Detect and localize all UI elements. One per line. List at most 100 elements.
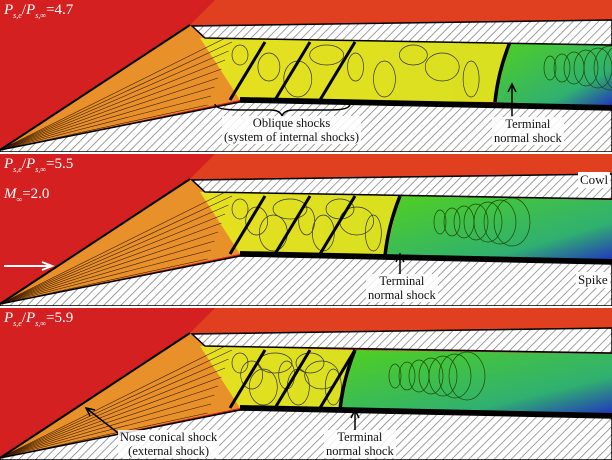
terminal-normal-shock — [383, 195, 402, 257]
annotation-line: Oblique shocks — [252, 116, 331, 130]
subsonic-contour-line — [418, 357, 444, 395]
subsonic-contour-line — [603, 47, 612, 89]
panel-ratio-4-7: Ps,e/Ps,∞=4.7 Oblique shocks(system of i… — [0, 0, 612, 152]
nose-shock-annotation: Nose conical shock(external shock) — [118, 430, 220, 458]
internal-contour-line — [424, 52, 460, 82]
internal-contour-line — [257, 52, 281, 82]
oblique-shocks-annotation: Oblique shocks(system of internal shocks… — [222, 116, 362, 144]
cone-contour-line — [0, 41, 233, 151]
subscript: s,e — [13, 11, 22, 20]
panel-ratio-5-5: Ps,e/Ps,∞=5.5 M∞=2.0 Cowl Spike Terminal… — [0, 154, 612, 306]
subsonic-contour-line — [388, 363, 402, 389]
internal-contour-line — [295, 352, 325, 374]
cone-contour-line — [0, 204, 229, 305]
cowl-external-region — [190, 154, 612, 179]
oblique-shock — [318, 41, 357, 101]
subsonic-contour-line — [463, 203, 489, 241]
cowl-wall — [190, 173, 612, 200]
nose-shock-arrow — [84, 406, 123, 437]
cowl-wall — [190, 327, 612, 354]
cone-contour-line — [0, 240, 215, 305]
m-symbol: M — [4, 186, 17, 202]
ratio-value: =5.9 — [46, 310, 74, 326]
spike-wall — [0, 255, 612, 306]
subsonic-contour-line — [573, 49, 599, 87]
terminal-shock-arrow — [395, 252, 405, 274]
cone-contour-line — [0, 186, 236, 305]
cone-contour-line — [0, 249, 212, 305]
terminal-shock-arrow — [350, 408, 360, 430]
subsonic-contour-line — [553, 53, 571, 83]
boundary-layer — [239, 97, 612, 111]
cowl-external-region — [190, 0, 612, 25]
nose-conical-shock — [0, 332, 191, 459]
cone-region — [0, 179, 240, 304]
oblique-shock — [228, 195, 267, 255]
mach-value: =2.0 — [22, 186, 50, 202]
cone-contour-line — [0, 50, 229, 151]
internal-supersonic-region — [200, 38, 510, 102]
terminal-normal-shock — [338, 349, 357, 411]
oblique-shock — [318, 349, 357, 409]
cone-contour-line — [0, 77, 219, 151]
subsonic-contour-line — [438, 353, 472, 399]
mach-number-label: M∞=2.0 — [4, 186, 49, 204]
terminal-normal-shock — [493, 41, 512, 103]
annotation-line: Terminal — [505, 117, 551, 131]
nose-conical-shock — [0, 178, 191, 305]
ratio-value: =5.5 — [46, 156, 74, 172]
ratio-value: =4.7 — [46, 2, 74, 18]
internal-contour-line — [272, 198, 308, 220]
subscript: s,∞ — [35, 165, 47, 174]
subsonic-contour-line — [443, 207, 461, 237]
pressure-ratio-label: Ps,e/Ps,∞=4.7 — [4, 2, 73, 20]
contour-plot — [0, 154, 612, 306]
cone-contour-line — [0, 376, 222, 459]
pressure-ratio-label: Ps,e/Ps,∞=5.5 — [4, 156, 73, 174]
cone-contour-line — [0, 385, 219, 459]
internal-contour-line — [231, 352, 249, 374]
cone-contour-line — [0, 86, 215, 151]
oblique-shock — [273, 195, 312, 255]
subscript: s,e — [13, 319, 22, 328]
annotation-line: (external shock) — [128, 444, 210, 458]
p-symbol: P — [26, 310, 36, 326]
cone-region — [0, 25, 240, 150]
subsonic-contour-line — [583, 47, 612, 89]
subscript: ∞ — [16, 195, 23, 204]
subsonic-contour-line — [473, 201, 503, 243]
subsonic-contour-line — [428, 355, 458, 397]
internal-contour-line — [364, 214, 382, 252]
internal-contour-line — [398, 44, 428, 66]
cone-contour-line — [0, 231, 219, 305]
annotation-line: normal shock — [368, 288, 436, 302]
cone-contour-line — [0, 95, 212, 151]
oblique-shock — [228, 349, 267, 409]
subscript: s,∞ — [35, 11, 47, 20]
cone-contour-line — [0, 394, 215, 459]
cowl-external-region — [190, 308, 612, 333]
subsonic-region — [385, 196, 612, 262]
subsonic-contour-line — [593, 45, 612, 91]
nose-conical-shock — [0, 24, 191, 151]
cowl-label: Cowl — [578, 172, 611, 188]
cone-contour-line — [0, 68, 222, 151]
cone-contour-line — [0, 358, 229, 459]
internal-contour-line — [231, 44, 249, 66]
annotation-line: Terminal — [379, 274, 425, 288]
subsonic-region — [495, 42, 612, 108]
contour-plot — [0, 0, 612, 152]
internal-contour-line — [309, 44, 345, 66]
internal-contour-line — [298, 206, 316, 236]
subsonic-contour-line — [483, 199, 517, 245]
slash: / — [21, 310, 27, 326]
cone-contour-line — [0, 222, 222, 305]
subsonic-contour-line — [448, 351, 486, 401]
oblique-shock — [228, 41, 267, 101]
flow-direction-arrow — [4, 261, 55, 271]
cone-contour-line — [0, 403, 212, 459]
subscript: s,∞ — [35, 319, 47, 328]
